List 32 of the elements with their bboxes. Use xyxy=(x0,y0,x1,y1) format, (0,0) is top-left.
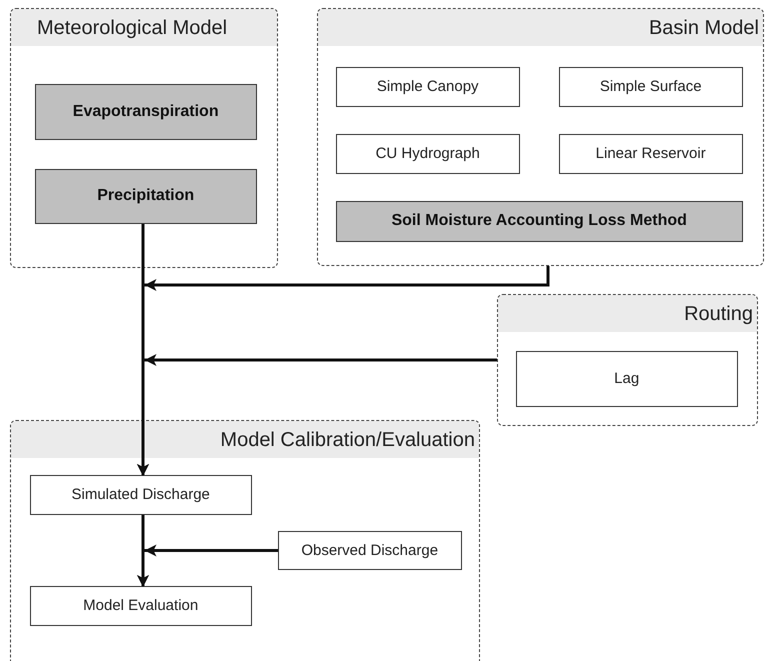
process-box xyxy=(34,168,257,224)
process-box xyxy=(336,66,520,107)
process-box xyxy=(30,586,252,626)
process-box xyxy=(30,474,252,515)
box-label: Precipitation xyxy=(97,187,194,206)
process-box xyxy=(516,350,738,407)
group-title: Basin Model xyxy=(318,9,763,46)
process-box xyxy=(558,134,743,174)
process-box xyxy=(336,200,743,242)
group-panel xyxy=(497,294,758,426)
box-label: Simulated Discharge xyxy=(71,486,210,504)
box-label: Observed Discharge xyxy=(301,542,438,559)
process-box xyxy=(278,530,462,570)
box-label: Linear Reservoir xyxy=(596,145,706,162)
group-title: Meteorological Model xyxy=(11,9,277,46)
arrow xyxy=(137,358,497,476)
process-box xyxy=(336,134,520,174)
group-title: Routing xyxy=(498,295,757,332)
box-label: Simple Canopy xyxy=(376,78,479,96)
arrow xyxy=(137,549,278,587)
box-label: Evapotranspiration xyxy=(72,102,219,121)
box-label: Model Evaluation xyxy=(83,597,198,614)
group-title: Model Calibration/Evaluation xyxy=(11,421,479,458)
group-panel xyxy=(10,420,480,661)
group-panel xyxy=(317,8,764,266)
process-box xyxy=(34,84,257,140)
box-label: Soil Moisture Accounting Loss Method xyxy=(391,212,687,230)
box-label: Lag xyxy=(614,370,640,388)
group-panel xyxy=(10,8,278,268)
box-label: CU Hydrograph xyxy=(376,145,480,162)
box-label: Simple Surface xyxy=(600,78,702,96)
process-box xyxy=(558,66,743,107)
